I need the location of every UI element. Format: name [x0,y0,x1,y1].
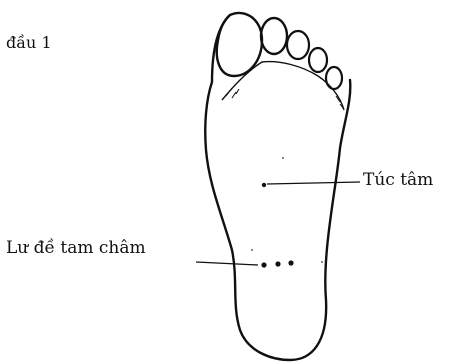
tuc-tam-point [262,183,266,187]
lu-de-point-1 [261,262,266,267]
foot-outline [205,15,350,360]
tuc-tam-leader [267,182,360,184]
lu-de-tam-cham-label: Lư đề tam châm [6,238,146,258]
lu-de-point-3 [288,260,293,265]
heading-text: đầu 1 [6,33,52,53]
toe-5 [326,67,342,89]
print-speck [251,249,253,251]
toe-4 [309,48,327,72]
ball-crease [222,62,344,110]
print-speck [282,157,284,159]
lu-de-point-2 [275,261,280,266]
print-speck [321,261,323,263]
toe-2 [261,18,287,54]
tuc-tam-label: Túc tâm [363,170,433,190]
toe-3 [287,31,309,59]
lu-de-leader [196,262,258,265]
toe-crease-marks [226,88,343,108]
